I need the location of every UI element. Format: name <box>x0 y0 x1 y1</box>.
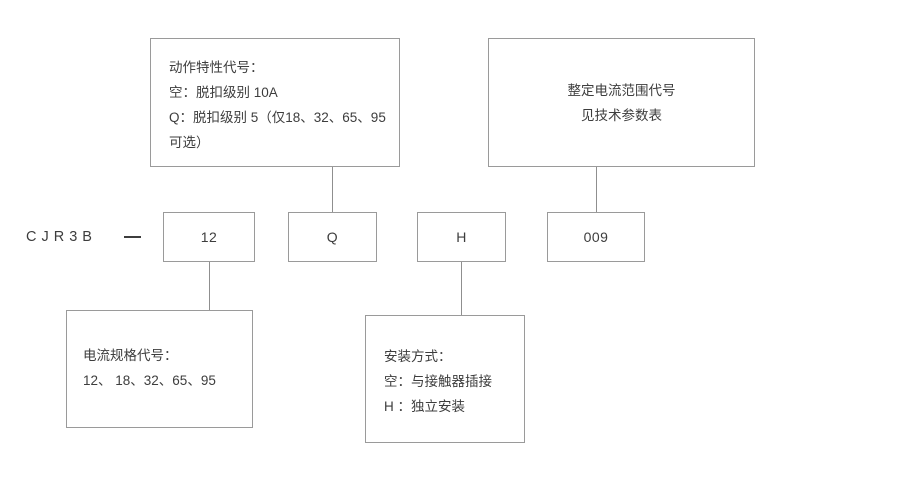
callout-line: 安装方式： <box>384 349 452 364</box>
code-value: 12 <box>200 229 218 245</box>
code-value: 009 <box>583 229 609 245</box>
connector-mounting-method <box>461 262 462 315</box>
code-box-trip-class[interactable]: Q <box>288 212 377 262</box>
model-prefix: CJR3B <box>26 229 97 245</box>
model-separator-dash <box>124 236 141 238</box>
callout-mounting-method: 安装方式： 空：与接触器插接 H ：独立安装 <box>365 315 525 443</box>
callout-line: 整定电流范围代号 <box>567 82 676 98</box>
callout-line: 见技术参数表 <box>581 107 662 123</box>
callout-line: 空：与接触器插接 <box>384 374 492 389</box>
connector-current-rating <box>209 262 210 310</box>
callout-current-range: 整定电流范围代号 见技术参数表 <box>488 38 755 167</box>
callout-trip-characteristic: 动作特性代号： 空：脱扣级别 10A Q：脱扣级别 5（仅18、32、65、95… <box>150 38 400 167</box>
callout-line: 12、 18、32、65、95 <box>83 373 216 388</box>
code-value: H <box>456 229 467 245</box>
callout-line: 电流规格代号： <box>83 348 178 363</box>
callout-line: 可选） <box>169 135 210 150</box>
callout-current-rating: 电流规格代号： 12、 18、32、65、95 <box>66 310 253 428</box>
callout-line: 动作特性代号： <box>169 60 264 75</box>
callout-line: H ：独立安装 <box>384 399 465 414</box>
code-value: Q <box>326 229 339 245</box>
connector-current-range <box>596 167 597 212</box>
callout-line: Q：脱扣级别 5（仅18、32、65、95 <box>169 110 386 125</box>
code-box-current-rating[interactable]: 12 <box>163 212 255 262</box>
code-box-mounting-type[interactable]: H <box>417 212 506 262</box>
code-box-current-range[interactable]: 009 <box>547 212 645 262</box>
connector-trip-characteristic <box>332 167 333 212</box>
callout-line: 空：脱扣级别 10A <box>169 85 278 100</box>
